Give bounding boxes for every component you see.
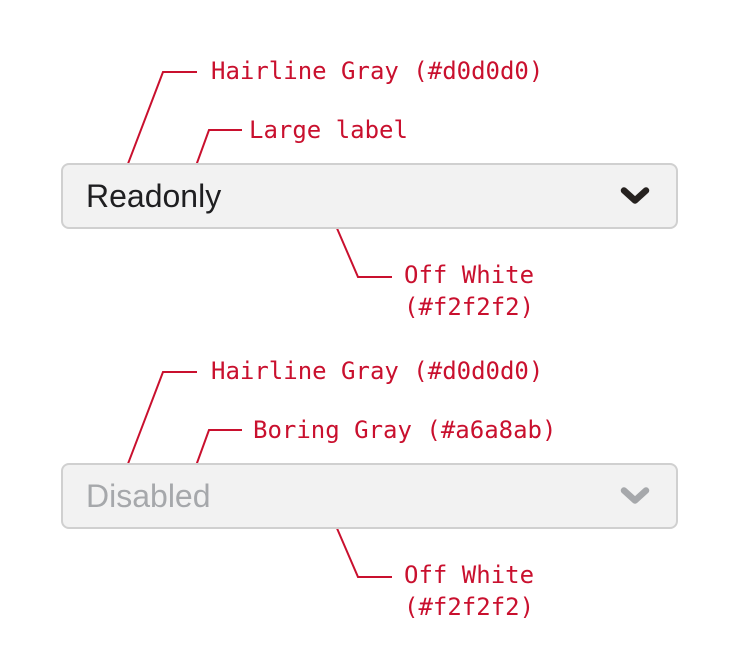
annotation-disabled-border: Hairline Gray (#d0d0d0): [211, 357, 544, 385]
chevron-down-icon: [620, 487, 650, 504]
annotation-readonly-background: Off White (#f2f2f2): [404, 261, 535, 321]
leader-disabled-border: [125, 371, 197, 470]
leader-disabled-background: [335, 525, 392, 578]
disabled-select-label: Disabled: [86, 477, 211, 514]
chevron-down-icon: [620, 187, 650, 204]
leader-readonly-background: [335, 225, 392, 278]
readonly-select[interactable]: Readonly: [61, 163, 678, 229]
annotation-disabled-background: Off White (#f2f2f2): [404, 561, 535, 621]
disabled-select: Disabled: [61, 463, 678, 529]
annotation-readonly-large-label: Large label: [249, 116, 408, 144]
annotation-disabled-text-color: Boring Gray (#a6a8ab): [253, 416, 557, 444]
leader-readonly-border: [125, 71, 197, 170]
readonly-select-label: Readonly: [86, 177, 222, 214]
annotation-readonly-border: Hairline Gray (#d0d0d0): [211, 57, 544, 85]
